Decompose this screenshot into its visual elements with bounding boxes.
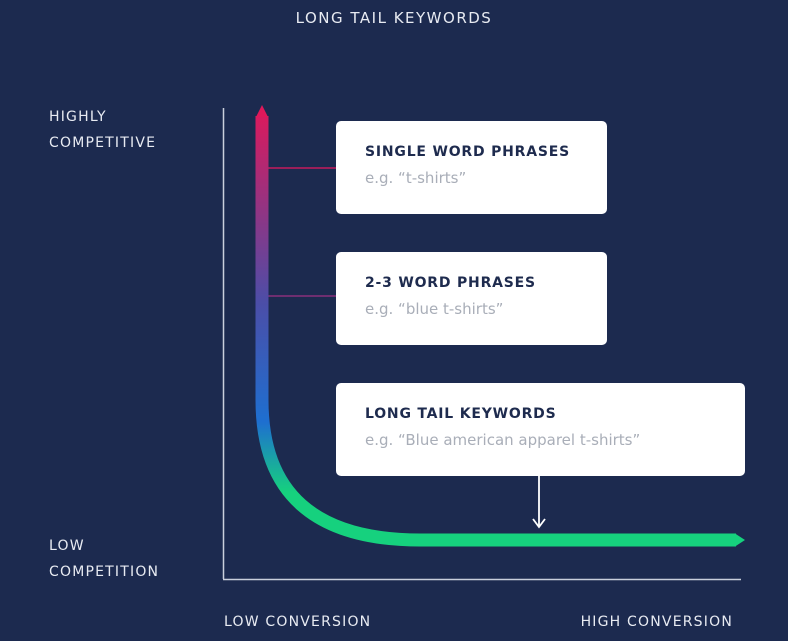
card-example: e.g. “Blue american apparel t-shirts” — [365, 431, 641, 449]
y-axis-bottom-label: LOW COMPETITION — [49, 533, 159, 585]
card-example: e.g. “blue t-shirts” — [365, 300, 504, 318]
card-2-3-word-phrases: 2-3 WORD PHRASES e.g. “blue t-shirts” — [336, 252, 607, 345]
card-single-word-phrases: SINGLE WORD PHRASES e.g. “t-shirts” — [336, 121, 607, 214]
curve-top-tip — [256, 105, 268, 117]
x-axis-right-label: HIGH CONVERSION — [580, 614, 733, 630]
card-example: e.g. “t-shirts” — [365, 169, 467, 187]
y-axis-bottom-label-line-1: LOW — [49, 538, 85, 554]
arrow-head-icon — [532, 518, 546, 529]
x-axis-left-label: LOW CONVERSION — [224, 614, 372, 630]
y-axis-top-label-line-2: COMPETITIVE — [49, 135, 157, 151]
card-long-tail-keywords: LONG TAIL KEYWORDS e.g. “Blue american a… — [336, 383, 745, 476]
card-heading: SINGLE WORD PHRASES — [365, 144, 570, 160]
y-axis-top-label-line-1: HIGHLY — [49, 109, 107, 125]
y-axis-bottom-label-line-2: COMPETITION — [49, 564, 160, 580]
y-axis-top-label: HIGHLY COMPETITIVE — [49, 104, 156, 156]
card-heading: LONG TAIL KEYWORDS — [365, 406, 557, 422]
curve-end-tip — [735, 533, 745, 547]
diagram-title: LONG TAIL KEYWORDS — [295, 9, 493, 27]
long-tail-curve — [255, 116, 736, 547]
card-heading: 2-3 WORD PHRASES — [365, 275, 536, 291]
